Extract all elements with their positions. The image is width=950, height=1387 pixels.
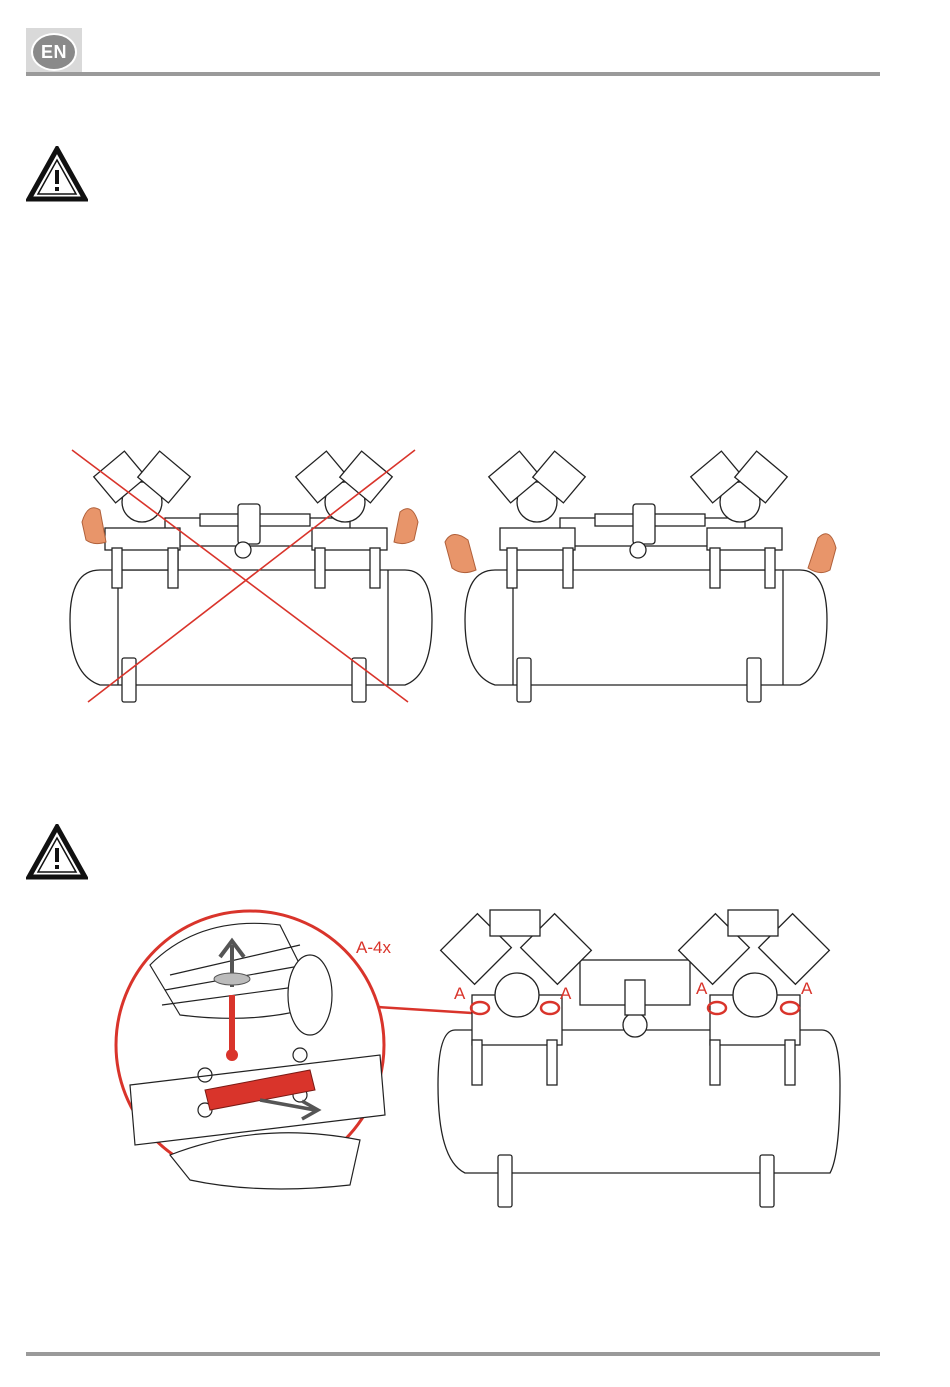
language-code: EN: [41, 42, 67, 63]
compressor-front-view: [438, 910, 840, 1207]
warning-triangle-icon: [26, 824, 88, 880]
compressor-correct: [465, 451, 827, 702]
detail-magnifier: [116, 911, 385, 1189]
language-badge-oval: EN: [31, 33, 77, 71]
point-label: A: [801, 979, 813, 998]
warning-triangle-icon: [26, 146, 88, 202]
header-rule: [26, 72, 880, 76]
hand-right-correct: [808, 534, 836, 573]
point-label: A: [560, 984, 572, 1003]
lifting-figure: [60, 430, 860, 715]
hand-left-correct: [445, 534, 476, 572]
hand-left-incorrect: [82, 508, 106, 544]
point-label: A: [696, 979, 708, 998]
language-badge: EN: [26, 28, 82, 76]
point-label: A: [454, 984, 466, 1003]
footer-rule: [26, 1352, 880, 1356]
hand-right-incorrect: [394, 509, 418, 544]
detail-label: A-4x: [356, 938, 391, 957]
transport-screw-figure: A-4x A A A A: [110, 905, 850, 1220]
detail-connector-line: [378, 1007, 472, 1013]
